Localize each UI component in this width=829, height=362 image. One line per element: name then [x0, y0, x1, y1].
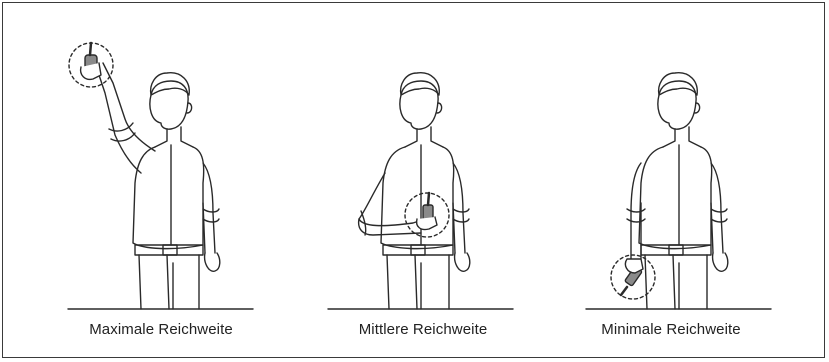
legs — [139, 255, 199, 309]
neck-collar — [155, 127, 193, 147]
person-radio-at-chest-illustration — [303, 23, 533, 323]
head — [400, 81, 438, 129]
lowered-arm — [711, 163, 723, 253]
rolled-sleeve — [627, 209, 645, 222]
folded-arm-lower — [359, 219, 421, 235]
walkie-talkie-icon — [621, 259, 643, 295]
panel-minimum-range — [561, 23, 791, 323]
hair — [401, 73, 440, 95]
walkie-talkie-icon — [81, 43, 101, 79]
caption-maximum-range: Maximale Reichweite — [61, 321, 261, 338]
walkie-talkie-icon — [417, 193, 437, 230]
lowered-sleeve — [203, 209, 219, 222]
panel-medium-range — [303, 23, 533, 323]
hand — [713, 253, 728, 271]
caption-minimum-range: Minimale Reichweite — [571, 321, 771, 338]
head — [150, 81, 188, 129]
neck-collar — [663, 127, 701, 147]
lowered-arm — [453, 163, 465, 253]
person-radio-at-hip-illustration — [561, 23, 791, 323]
folded-arm — [359, 173, 425, 226]
diagram-frame: Maximale Reichweite Mittlere Reichweite … — [2, 2, 825, 358]
shirt-torso — [639, 147, 712, 249]
lowered-sleeve — [453, 209, 469, 222]
lowered-sleeve — [711, 209, 727, 222]
hair — [659, 73, 698, 95]
head — [658, 81, 696, 129]
shirt-torso — [133, 147, 204, 249]
hand — [455, 253, 470, 271]
panel-maximum-range — [43, 23, 273, 323]
hair — [151, 73, 190, 95]
raised-arm — [97, 63, 155, 173]
legs — [645, 255, 707, 309]
hand — [205, 253, 220, 271]
neck-collar — [405, 127, 443, 147]
lowered-arm — [203, 163, 215, 253]
legs — [387, 255, 449, 309]
person-arm-raised-illustration — [43, 23, 273, 323]
caption-medium-range: Mittlere Reichweite — [323, 321, 523, 338]
